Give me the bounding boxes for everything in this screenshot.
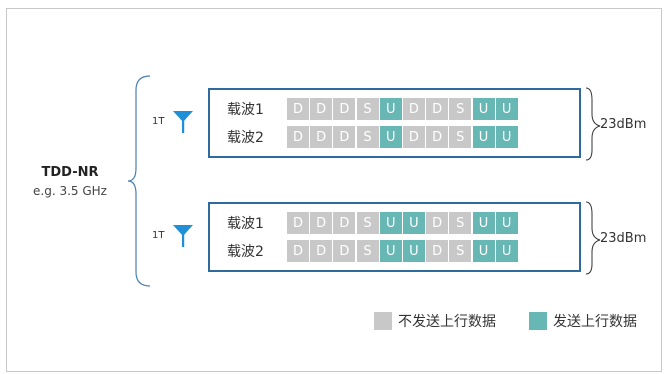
slot-no-uplink: D [426, 126, 449, 148]
slot-no-uplink: D [287, 240, 309, 262]
slot-uplink: U [402, 212, 425, 234]
band-label: TDD-NR e.g. 3.5 GHz [18, 164, 122, 200]
slot-uplink: U [379, 212, 402, 234]
slot-no-uplink: D [287, 212, 309, 234]
diagram-frame [6, 8, 662, 372]
slot-no-uplink: D [333, 126, 356, 148]
slot-uplink: U [379, 240, 402, 262]
slot-no-uplink: D [287, 126, 309, 148]
slot-no-uplink: S [356, 98, 379, 120]
slot-uplink: U [495, 240, 518, 262]
slot-no-uplink: D [426, 212, 449, 234]
power-bracket-2 [585, 201, 601, 275]
slot-no-uplink: S [356, 126, 379, 148]
slot-uplink: U [472, 212, 495, 234]
band-bracket [127, 75, 151, 287]
slot-no-uplink: S [356, 240, 379, 262]
slot-uplink: U [472, 240, 495, 262]
slot-uplink: U [379, 126, 402, 148]
band-name: TDD-NR [41, 165, 99, 180]
slot-no-uplink: D [333, 212, 356, 234]
legend-swatch-gray [374, 312, 392, 330]
slot-uplink: U [495, 98, 518, 120]
legend-swatch-teal [529, 312, 547, 330]
carrier-label: 载波2 [227, 130, 264, 146]
slot-no-uplink: D [333, 240, 356, 262]
slot-no-uplink: D [426, 240, 449, 262]
slot-uplink: U [379, 98, 402, 120]
antenna-icon [173, 225, 193, 247]
slot-no-uplink: D [310, 126, 333, 148]
power-label-2: 23dBm [600, 231, 647, 246]
slot-no-uplink: S [449, 98, 472, 120]
slot-no-uplink: D [310, 240, 333, 262]
power-label-1: 23dBm [600, 117, 647, 132]
slot-no-uplink: D [402, 126, 425, 148]
slot-no-uplink: D [402, 98, 425, 120]
slot-uplink: U [495, 212, 518, 234]
slot-uplink: U [472, 98, 495, 120]
slot-no-uplink: S [449, 240, 472, 262]
slot-no-uplink: D [310, 212, 333, 234]
slot-no-uplink: S [449, 126, 472, 148]
legend-item-no-uplink: 不发送上行数据 [374, 311, 496, 331]
legend-label: 不发送上行数据 [398, 314, 496, 330]
slot-uplink: U [402, 240, 425, 262]
carrier-label: 载波1 [227, 216, 264, 232]
slot-no-uplink: S [356, 212, 379, 234]
legend-item-uplink: 发送上行数据 [529, 311, 637, 331]
slot-no-uplink: D [310, 98, 333, 120]
slot-no-uplink: D [287, 98, 309, 120]
tx-label-1: 1T [152, 116, 165, 127]
antenna-icon [173, 111, 193, 133]
slot-uplink: U [472, 126, 495, 148]
tx-label-2: 1T [152, 230, 165, 241]
carrier-label: 载波1 [227, 102, 264, 118]
carrier-label: 载波2 [227, 244, 264, 260]
band-frequency: e.g. 3.5 GHz [33, 184, 107, 198]
slot-no-uplink: D [333, 98, 356, 120]
legend-label: 发送上行数据 [553, 314, 637, 330]
power-bracket-1 [585, 87, 601, 161]
slot-uplink: U [495, 126, 518, 148]
slot-no-uplink: D [426, 98, 449, 120]
slot-no-uplink: S [449, 212, 472, 234]
